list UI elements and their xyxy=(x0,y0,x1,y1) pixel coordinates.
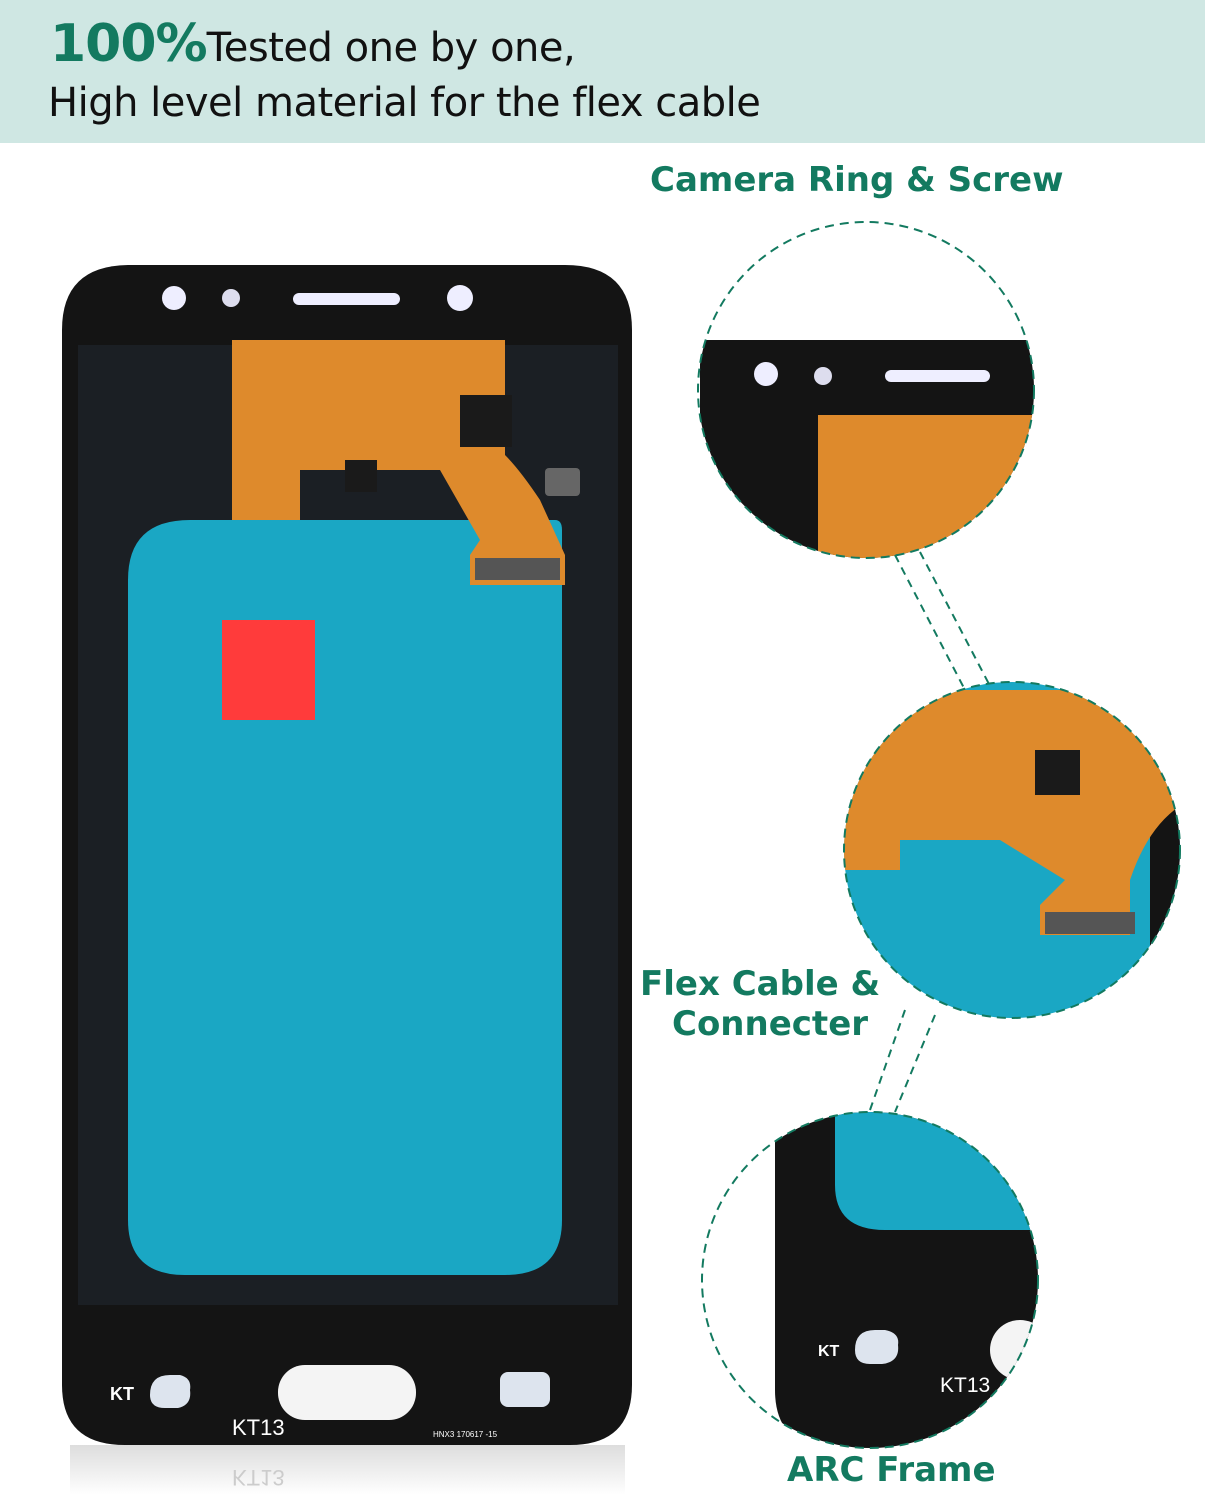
zoom-camera-ring xyxy=(698,222,1034,558)
kt-label: KT xyxy=(110,1384,134,1404)
callout-camera-ring: Camera Ring & Screw xyxy=(650,160,1064,200)
zoom-arc-frame: KT KT13 xyxy=(702,1112,1038,1448)
sensor-hole-icon xyxy=(162,286,186,310)
headline-line2: High level material for the flex cable xyxy=(48,80,761,126)
camera-hole-icon xyxy=(447,285,473,311)
headline-percent: 100% xyxy=(50,14,208,74)
callout-flex-line2: Connecter xyxy=(672,1004,869,1044)
sensor-hole-icon xyxy=(222,289,240,307)
home-button-hole xyxy=(278,1365,416,1420)
lcd-assembly: KT KT13 HNX3 170617 -15 xyxy=(62,265,632,1445)
callout-arc-frame: ARC Frame xyxy=(787,1450,996,1490)
model-label: KT13 xyxy=(232,1415,285,1440)
headline-text: Tested one by one, xyxy=(206,25,576,71)
callout-flex-line1: Flex Cable & xyxy=(640,964,881,1004)
serial-label: HNX3 170617 -15 xyxy=(433,1430,498,1439)
sensor-window xyxy=(150,1375,191,1408)
protective-film xyxy=(128,520,562,1275)
reflection xyxy=(70,1445,625,1495)
zoom-kt-label: KT xyxy=(818,1343,840,1360)
connector-lines xyxy=(869,551,991,1113)
zoom-model-label: KT13 xyxy=(940,1374,990,1397)
reflection-model: KT13 xyxy=(232,1465,285,1490)
button-window xyxy=(500,1372,550,1407)
pull-tab xyxy=(222,620,315,720)
earpiece-slot xyxy=(293,293,400,305)
connector xyxy=(475,558,560,580)
headline-line1: 100%Tested one by one, xyxy=(50,14,576,74)
header-banner: 100%Tested one by one, High level materi… xyxy=(0,0,1205,143)
zoom-flex-cable xyxy=(844,682,1180,1018)
chip xyxy=(460,395,512,447)
